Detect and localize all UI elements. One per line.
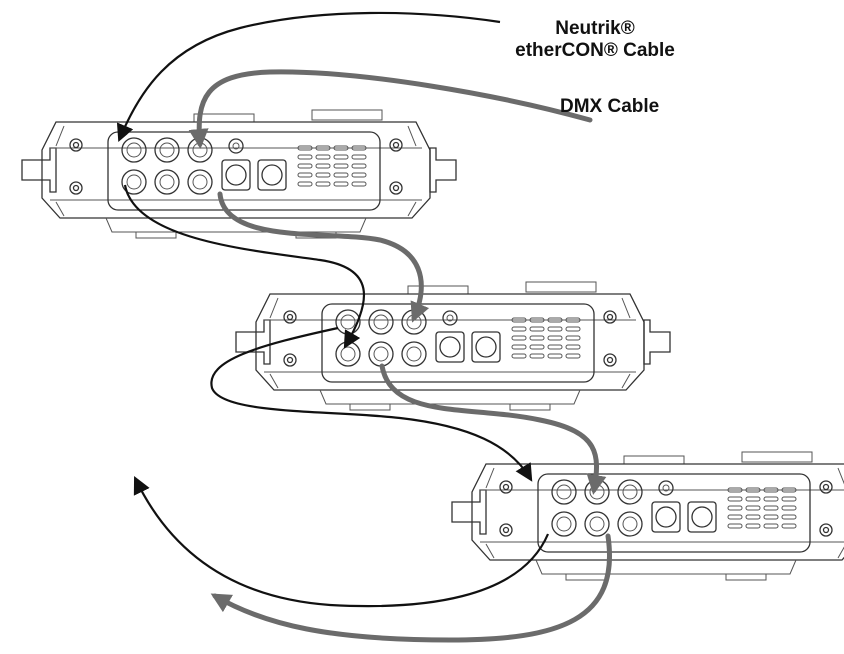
ethercon-cable-in <box>116 11 501 143</box>
ethercon-cable-out <box>133 476 550 608</box>
ethercon-cable-link-1b <box>210 326 533 482</box>
ethercon-label-line2: etherCON® Cable <box>515 40 675 61</box>
ethercon-cable-label: Neutrik® etherCON® Cable <box>470 18 720 62</box>
fixture-3 <box>451 451 844 581</box>
dmx-cable-in <box>188 69 593 149</box>
ethercon-label-line1: Neutrik® <box>555 18 635 39</box>
ethercon-cable-link-1 <box>123 184 366 349</box>
dmx-cable-out <box>210 533 612 643</box>
dmx-cable-label: DMX Cable <box>560 96 660 117</box>
fixture-2 <box>235 281 671 411</box>
dmx-cable-link-2 <box>379 363 607 495</box>
dmx-cable-link-1 <box>217 191 430 323</box>
